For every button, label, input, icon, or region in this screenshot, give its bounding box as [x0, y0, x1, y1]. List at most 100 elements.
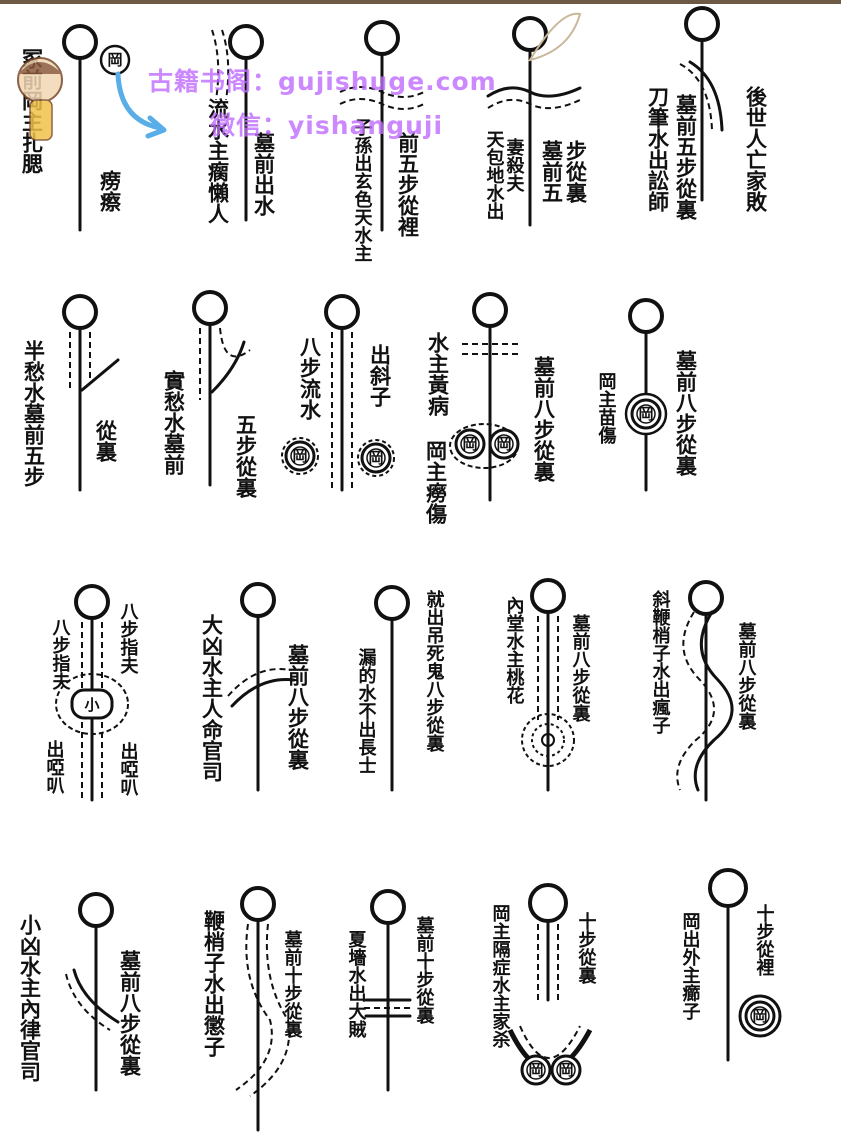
tomb-circle — [62, 24, 98, 60]
water-flow — [221, 29, 230, 101]
cell-r4-c1: 小凶水主內律官司 墓前八步從裏 — [18, 892, 143, 1092]
diagram-label: 天包地水出 — [484, 130, 505, 220]
diagram-label: 內堂水主桃花 — [504, 596, 525, 704]
diagram-label: 墓前五 — [540, 140, 565, 203]
tomb-circle — [512, 16, 548, 52]
water-flow — [72, 968, 120, 1024]
cell-r2-c4: 岡 岡 水主黃病 墓前八步從裏 岡主癆傷 — [424, 292, 557, 525]
diagram-label: 痨瘵 — [98, 169, 123, 213]
diagram-label: 步從裏 — [564, 139, 589, 204]
diagram-label: 就出吊死鬼八步從裏 — [424, 589, 446, 753]
water-flow — [65, 973, 111, 1031]
water-flow — [230, 678, 296, 708]
cell-r3-c1: 小 八步指夫 八步指夫 出啞叭 出啞叭 — [44, 584, 139, 802]
diagram-label: 漏的水不出長士 — [356, 648, 377, 774]
water-flow — [487, 98, 581, 110]
tomb-circle — [374, 585, 410, 621]
diagram-label: 出啞叭 — [118, 741, 139, 797]
cell-r4-c3: 夏墻水出大賊 墓前十步從裏 — [346, 889, 436, 1092]
diagram-label: 岡主癆傷 — [424, 440, 449, 525]
top-border — [0, 0, 841, 4]
tomb-circle — [688, 580, 724, 616]
water-flow — [676, 611, 716, 791]
stamp-char: 岡 — [107, 51, 122, 69]
diagram-label: 水主黃病 — [426, 332, 451, 417]
tomb-circle — [472, 292, 508, 328]
diagram-label: 實愁水墓前 — [162, 369, 187, 475]
stamp-char: 岡 — [368, 449, 383, 467]
diagram-label: 墓前八步從裏 — [286, 644, 311, 771]
diagram-label: 半愁水墓前五步 — [22, 339, 47, 487]
tomb-circle — [78, 892, 114, 928]
cell-r1-c3: 前五步從裡 子孫出玄色天水主 — [339, 20, 425, 262]
diagram-label: 墓前出水 — [252, 132, 277, 217]
tomb-circle — [240, 582, 276, 618]
diagram-label: 後世人亡家敗 — [744, 85, 769, 213]
diagram-label: 前五步從裡 — [396, 131, 421, 237]
tomb-circle — [62, 294, 98, 330]
diagram-label: 墓前八步從裏 — [570, 614, 592, 723]
diagram-label: 墓前五步從裏 — [674, 94, 699, 221]
tomb-circle — [228, 24, 264, 60]
tomb-circle — [628, 298, 664, 334]
crescent-inner — [519, 1025, 581, 1059]
diagram-label: 妻殺夫 — [504, 138, 526, 193]
tomb-circle — [192, 290, 228, 326]
diagram-label: 十步從裡 — [754, 903, 776, 977]
water-flow — [227, 668, 291, 697]
cell-r1-c2: 流水主瘸懶人 墓前出水 — [206, 24, 277, 224]
water-branch — [210, 340, 246, 394]
swirl-ring — [531, 723, 565, 757]
stamp-char: 岡 — [528, 1061, 543, 1079]
water-flow — [211, 29, 220, 101]
diagram-label: 八步流水 — [298, 336, 323, 421]
cell-r1-c4: 步從裏 墓前五 妻殺夫 天包地水出 — [484, 16, 589, 227]
diagram-label: 出啞叭 — [44, 739, 65, 795]
tomb-circle — [370, 889, 406, 925]
stamp-char: 岡 — [752, 1007, 767, 1025]
diagram-label: 岡出外主癤子 — [680, 912, 702, 1020]
swirl-ring — [521, 713, 575, 767]
stamp-char: 岡 — [496, 435, 511, 453]
water-flow — [339, 98, 425, 110]
diagram-label: 夏墻水出大賊 — [346, 930, 367, 1039]
diagram-label: 岡主苗傷 — [596, 372, 618, 445]
water-flow — [486, 86, 582, 98]
cell-r2-c5: 岡 墓前八步從裏 岡主苗傷 — [596, 298, 699, 492]
diagram-label: 岡主隔症水主家杀 — [490, 904, 511, 1049]
cell-r2-c3: 岡 岡 八步流水 出斜子 — [281, 294, 395, 492]
mound-stamp — [70, 688, 114, 720]
diagram-label: 五步從裏 — [234, 414, 259, 499]
swirl-ring — [541, 733, 555, 747]
mound-ring — [55, 673, 129, 735]
water-flow — [219, 327, 251, 358]
tomb-circle — [364, 20, 400, 56]
diagram-label: 八步指夫 — [118, 602, 139, 675]
diagram-label: 刀筆水出訟師 — [646, 86, 671, 212]
diagram-label: 墓前八步從裏 — [674, 350, 699, 477]
cell-r4-c4: 岡 岡 岡主隔症水主家杀 十步從裏 — [490, 883, 598, 1086]
cell-r2-c1: 半愁水墓前五步 從裏 — [22, 294, 120, 492]
cell-r1-c1: 岡 冢前岡主扎腮 痨瘵 — [20, 24, 131, 232]
tomb-circle — [530, 578, 566, 614]
diagram-label: 墓前八步從裏 — [118, 950, 143, 1077]
cell-r4-c5: 岡 岡出外主癤子 十步從裡 — [680, 868, 782, 1062]
stamp-char: 岡 — [292, 447, 307, 465]
diagram-label: 從裏 — [94, 419, 119, 463]
cell-r3-c3: 就出吊死鬼八步從裏 漏的水不出長士 — [356, 585, 446, 792]
diagram-label: 墓前八步從裏 — [736, 622, 758, 731]
water-flow — [688, 60, 724, 132]
diagram-label: 墓前十步從裏 — [282, 930, 304, 1039]
diagram-label: 冢前岡主扎腮 — [20, 48, 45, 175]
diagram-label: 流水主瘸懶人 — [206, 97, 231, 224]
mound-stamp — [99, 44, 131, 76]
cell-r3-c2: 大凶水主人命官司 墓前八步從裏 — [200, 582, 311, 792]
diagram-label: 斜鞭梢子水出瘋子 — [650, 589, 672, 734]
water-flow — [235, 923, 273, 1091]
stamp-char: 岡 — [638, 405, 653, 423]
cell-r4-c2: 鞭梢子水出懲子 墓前十步從裏 — [202, 886, 304, 1132]
tomb-circle — [324, 294, 360, 330]
water-branch — [80, 358, 120, 392]
cell-r1-c5: 後世人亡家敗 墓前五步從裏 刀筆水出訟師 — [646, 6, 769, 221]
